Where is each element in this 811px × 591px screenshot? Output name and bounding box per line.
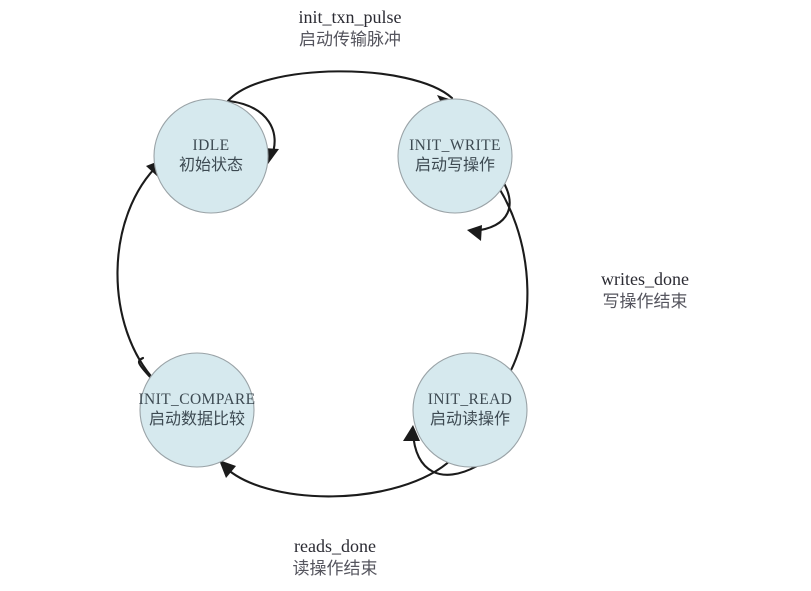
edge-init-read-to-init-compare-arrowhead <box>219 460 236 478</box>
state-node-init-write[interactable] <box>397 98 513 214</box>
init-read-self-loop-arrowhead <box>403 425 420 441</box>
edge-idle-to-init-write <box>226 70 454 103</box>
init-compare-self-loop <box>137 356 154 381</box>
init-write-self-loop <box>471 175 511 233</box>
state-node-init-read[interactable] <box>412 352 528 468</box>
init-write-self-loop-arrowhead <box>467 225 482 241</box>
edge-init-read-to-init-compare <box>220 457 454 498</box>
edge-init-compare-to-idle <box>116 161 162 384</box>
state-node-idle[interactable] <box>153 98 269 214</box>
state-node-init-compare[interactable] <box>139 352 255 468</box>
init-read-self-loop <box>411 430 479 476</box>
